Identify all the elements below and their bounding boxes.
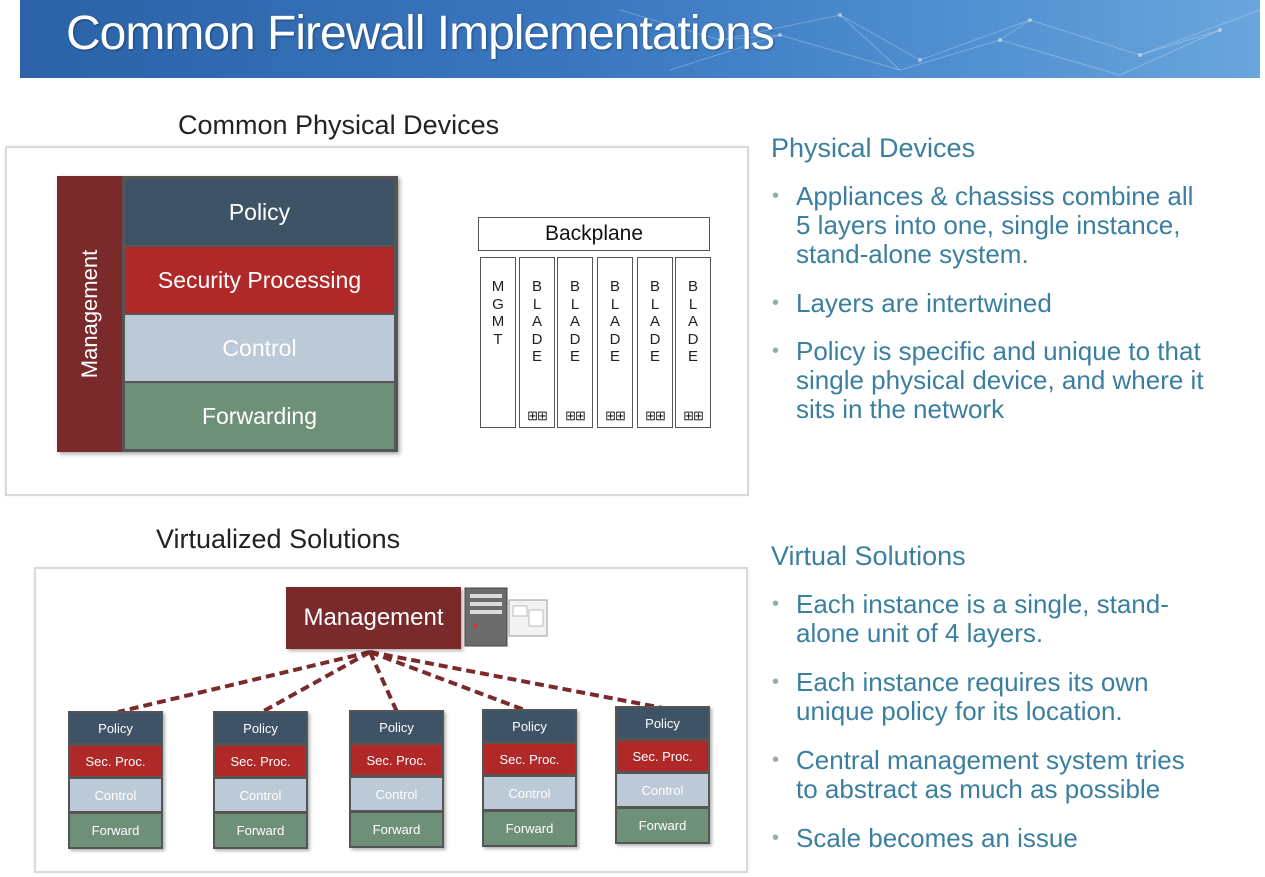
- slot-label: B L A D E: [569, 278, 581, 365]
- slot-ports: ⊞⊞: [683, 408, 704, 423]
- virtual-instance-5: Policy Sec. Proc. Control Forward: [615, 706, 710, 844]
- bullet-text: Scale becomes an issue: [796, 823, 1078, 853]
- bullet-icon: •: [772, 292, 780, 314]
- security-processing-layer: Sec. Proc.: [617, 741, 708, 771]
- forwarding-layer: Forward: [215, 814, 306, 847]
- bullet-icon: •: [772, 749, 780, 771]
- bullet-text: Each instance requires its own unique po…: [796, 667, 1149, 726]
- mgmt-slot: M G M T: [480, 257, 516, 428]
- connector-line-4: [369, 650, 531, 714]
- network-background-decoration: [619, 9, 1260, 76]
- blade-slot: B L A D E ⊞⊞: [637, 257, 673, 428]
- bullet-icon: •: [772, 185, 780, 207]
- virtual-instance-4: Policy Sec. Proc. Control Forward: [482, 709, 577, 847]
- virtual-instance-1: Policy Sec. Proc. Control Forward: [68, 711, 163, 849]
- firewall-layer-stack: Management Policy Security Processing Co…: [57, 176, 398, 452]
- forwarding-layer: Forward: [70, 814, 161, 847]
- policy-layer: Policy: [617, 708, 708, 738]
- security-processing-layer: Sec. Proc.: [215, 746, 306, 776]
- forwarding-layer: Forwarding: [125, 383, 394, 449]
- slot-label: M G M T: [491, 278, 505, 348]
- connector-line-1: [117, 650, 371, 714]
- bullet-text: Appliances & chassiss combine all 5 laye…: [796, 181, 1194, 269]
- bullet-icon: •: [772, 671, 780, 693]
- policy-layer: Policy: [125, 179, 394, 245]
- slide-title: Common Firewall Implementations: [66, 7, 775, 60]
- slot-label: B L A D E: [609, 278, 621, 365]
- slot-ports: ⊞⊞: [645, 408, 666, 423]
- bullet-text: Central management system tries to abstr…: [796, 745, 1185, 804]
- security-processing-layer: Sec. Proc.: [351, 745, 442, 775]
- slot-ports: ⊞⊞: [565, 408, 586, 423]
- control-layer: Control: [617, 774, 708, 806]
- slot-ports: ⊞⊞: [605, 408, 626, 423]
- bullet-item: • Central management system tries to abst…: [772, 745, 1185, 804]
- blade-slot: B L A D E ⊞⊞: [597, 257, 633, 428]
- policy-layer: Policy: [351, 712, 442, 742]
- virtual-instance-3: Policy Sec. Proc. Control Forward: [349, 710, 444, 848]
- slot-ports: ⊞⊞: [527, 408, 548, 423]
- bullet-text: Each instance is a single, stand- alone …: [796, 589, 1169, 648]
- virtual-instance-2: Policy Sec. Proc. Control Forward: [213, 711, 308, 849]
- control-layer: Control: [484, 777, 575, 809]
- bullet-text: Policy is specific and unique to that si…: [796, 336, 1204, 424]
- slot-label: B L A D E: [649, 278, 661, 365]
- central-management-box: Management: [286, 587, 461, 649]
- virtual-text-heading: Virtual Solutions: [771, 541, 966, 571]
- bullet-icon: •: [772, 593, 780, 615]
- bullet-item: • Policy is specific and unique to that s…: [772, 336, 1204, 424]
- policy-layer: Policy: [70, 713, 161, 743]
- bullet-item: • Each instance requires its own unique p…: [772, 667, 1149, 726]
- blade-slot: B L A D E ⊞⊞: [675, 257, 711, 428]
- connector-line-2: [261, 650, 371, 714]
- security-processing-layer: Sec. Proc.: [70, 746, 161, 776]
- bullet-item: • Appliances & chassiss combine all 5 lay…: [772, 181, 1194, 269]
- control-layer: Control: [70, 779, 161, 811]
- bullet-item: • Each instance is a single, stand- alone…: [772, 589, 1169, 648]
- backplane: Backplane: [478, 217, 710, 251]
- server-icon: [464, 587, 548, 647]
- bullet-text: Layers are intertwined: [796, 288, 1052, 318]
- virtualized-solutions-heading: Virtualized Solutions: [156, 524, 401, 554]
- policy-layer: Policy: [215, 713, 306, 743]
- slot-label: B L A D E: [687, 278, 699, 365]
- blade-slot: B L A D E ⊞⊞: [557, 257, 593, 428]
- connector-line-3: [368, 651, 399, 713]
- title-banner: Common Firewall Implementations: [20, 0, 1260, 78]
- forwarding-layer: Forward: [617, 809, 708, 842]
- control-layer: Control: [215, 779, 306, 811]
- connector-line-5: [369, 650, 664, 710]
- slot-label: B L A D E: [531, 278, 543, 365]
- physical-text-heading: Physical Devices: [771, 133, 976, 163]
- security-processing-layer: Security Processing: [125, 247, 394, 313]
- control-layer: Control: [125, 315, 394, 381]
- bullet-item: • Scale becomes an issue: [772, 823, 1078, 853]
- management-layer: Management: [57, 176, 122, 452]
- policy-layer: Policy: [484, 711, 575, 741]
- blade-slot: B L A D E ⊞⊞: [519, 257, 555, 428]
- physical-devices-heading: Common Physical Devices: [178, 110, 500, 140]
- forwarding-layer: Forward: [484, 812, 575, 845]
- bullet-icon: •: [772, 340, 780, 362]
- security-processing-layer: Sec. Proc.: [484, 744, 575, 774]
- bullet-icon: •: [772, 827, 780, 849]
- forwarding-layer: Forward: [351, 813, 442, 846]
- bullet-item: • Layers are intertwined: [772, 288, 1052, 318]
- control-layer: Control: [351, 778, 442, 810]
